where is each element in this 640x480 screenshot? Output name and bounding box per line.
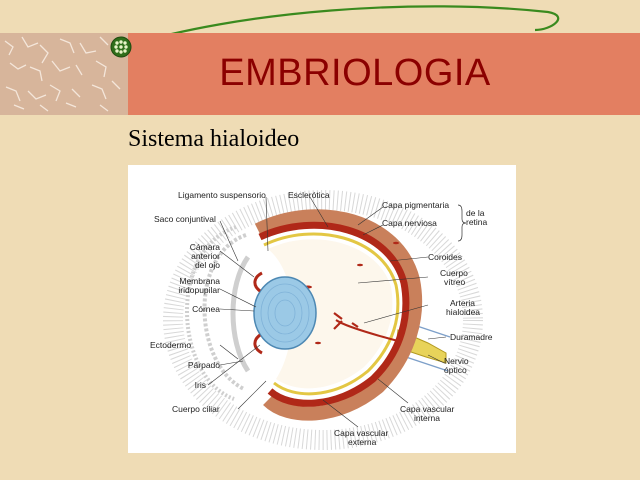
label-arteria-1: Arteria [450, 298, 476, 308]
label-camara-2: anterior [191, 251, 220, 261]
label-duramadre: Duramadre [450, 332, 493, 342]
label-cornea: Córnea [192, 304, 220, 314]
slide-title: EMBRIOLOGIA [219, 52, 491, 94]
label-membrana-2: iridopupilar [178, 285, 220, 295]
label-capa-vascular-externa-2: externa [348, 437, 377, 447]
label-membrana-1: Membrana [179, 276, 220, 286]
label-de-la: de la [466, 208, 485, 218]
label-nervio-1: Nervio [444, 356, 469, 366]
label-saco-conjuntival: Saco conjuntival [154, 214, 216, 224]
label-ectodermo: Ectodermo [150, 340, 192, 350]
label-arteria-2: hialoidea [446, 307, 481, 317]
label-capa-nerviosa: Capa nerviosa [382, 218, 437, 228]
label-cuerpo-vitreo-2: vítreo [444, 277, 466, 287]
label-esclerotica: Esclerótica [288, 190, 330, 200]
label-cuerpo-vitreo-1: Cuerpo [440, 268, 468, 278]
label-ligamento-suspensorio: Ligamento suspensorio [178, 190, 266, 200]
label-capa-pigmentaria: Capa pigmentaria [382, 200, 450, 210]
label-coroides: Coroides [428, 252, 463, 262]
label-iris: Iris [194, 380, 206, 390]
label-retina: retina [466, 217, 488, 227]
label-capa-vascular-interna-1: Capa vascular [400, 404, 455, 414]
label-camara-1: Cámara [189, 242, 220, 252]
label-cuerpo-ciliar: Cuerpo ciliar [172, 404, 220, 414]
label-nervio-2: óptico [444, 365, 467, 375]
eye-illustration [163, 190, 483, 450]
label-camara-3: del ojo [194, 260, 220, 270]
banner-pattern [0, 33, 128, 115]
label-capa-vascular-interna-2: interna [414, 413, 440, 423]
label-capa-vascular-externa-1: Capa vascular [334, 428, 389, 438]
slide-subtitle: Sistema hialoideo [128, 126, 300, 152]
label-parpado: Párpado [187, 360, 220, 370]
eye-diagram: Ligamento suspensorio Esclerótica Capa p… [128, 165, 516, 453]
